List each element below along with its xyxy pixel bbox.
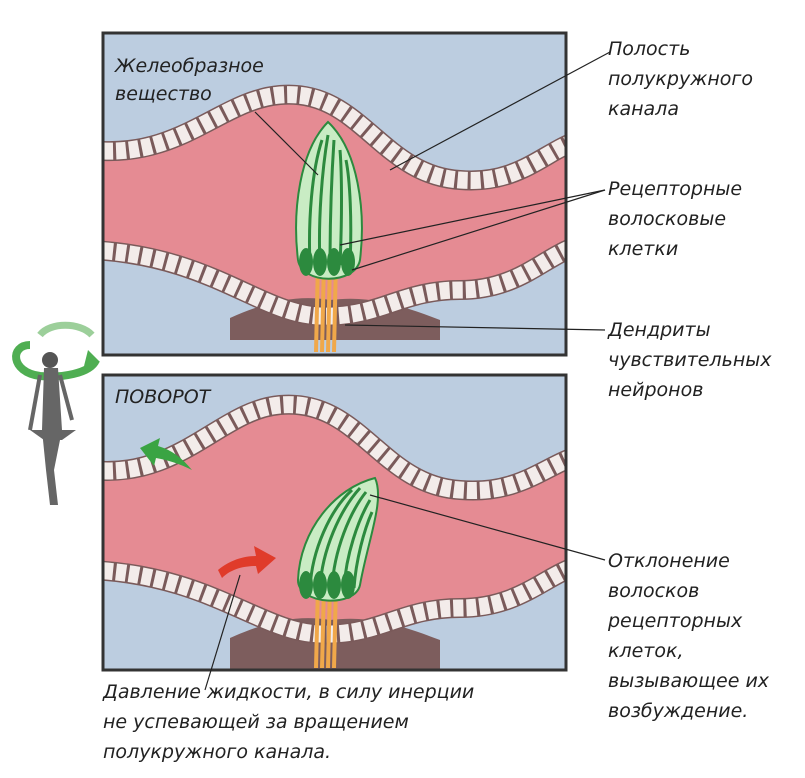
deflection-label-2: волосков (608, 580, 699, 602)
receptor-label-1: Рецепторные (608, 178, 742, 200)
deflection-label-4: клеток, (608, 640, 684, 662)
receptor-label-2: волосковые (608, 208, 726, 230)
receptor-label-3: клетки (608, 238, 678, 260)
jelly-label-line1: Желеобразное (114, 55, 264, 77)
deflection-label-5: вызывающее их (608, 670, 770, 692)
pressure-label-3: полукружного канала. (103, 741, 331, 763)
deflection-label-6: возбуждение. (608, 700, 748, 722)
rotating-person-icon (16, 325, 100, 505)
rotation-label: ПОВОРОТ (115, 386, 212, 408)
cavity-label-2: полукружного (608, 68, 753, 90)
dendrites-label-1: Дендриты (607, 319, 711, 341)
dendrites-label-3: нейронов (608, 379, 703, 401)
deflection-label-1: Отклонение (608, 550, 730, 572)
dendrites-label-2: чувствительных (608, 349, 772, 371)
pressure-label-1: Давление жидкости, в силу инерции (102, 681, 474, 703)
cavity-label-1: Полость (608, 38, 690, 60)
cavity-label-3: канала (608, 98, 679, 120)
jelly-label-line2: вещество (115, 83, 212, 105)
deflection-label-3: рецепторных (607, 610, 743, 632)
pressure-label-2: не успевающей за вращением (103, 711, 409, 733)
